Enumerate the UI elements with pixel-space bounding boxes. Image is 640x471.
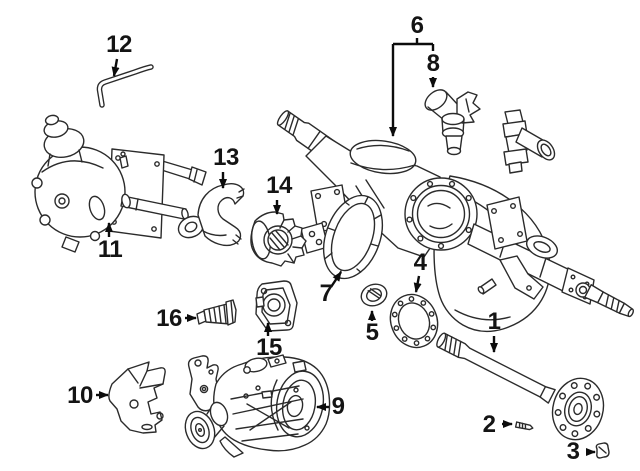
part-7-gasket-drawing xyxy=(322,194,384,280)
part-8-breather-drawing xyxy=(424,89,481,156)
callout-12-label: 12 xyxy=(106,31,132,58)
callout-7-arrow xyxy=(330,271,342,288)
part-11-actuator-drawing xyxy=(31,114,207,253)
callout-14-label: 14 xyxy=(266,172,292,199)
callout-6-label: 6 xyxy=(410,12,424,39)
callout-10-label: 10 xyxy=(67,382,93,409)
callout-4-arrow xyxy=(413,275,422,293)
part-10-bracket-drawing xyxy=(108,361,166,434)
callout-12-arrow xyxy=(111,58,120,77)
callout-8-label: 8 xyxy=(426,50,440,77)
callout-13-label: 13 xyxy=(213,144,239,171)
part-4-gasket-drawing xyxy=(389,293,439,349)
callout-3-label: 3 xyxy=(566,438,580,465)
part-3-nut-drawing xyxy=(595,442,610,459)
part-13-shift-fork-drawing xyxy=(177,183,245,247)
part-5-oil-seal-drawing xyxy=(360,283,388,307)
callout-9-label: 9 xyxy=(331,393,345,420)
part-2-stud-drawing xyxy=(514,421,534,431)
callout-1-label: 1 xyxy=(487,308,501,335)
callout-2-label: 2 xyxy=(482,411,496,438)
part-6-axle-housing-drawing xyxy=(276,110,635,333)
callout-4-label: 4 xyxy=(413,249,427,276)
callout-11-label: 11 xyxy=(97,236,123,263)
part-15-plate-drawing xyxy=(255,280,298,332)
part-12-tube-drawing xyxy=(96,64,154,108)
callout-15-label: 15 xyxy=(256,334,282,361)
callout-7-label: 7 xyxy=(319,280,333,307)
callout-6-bracket xyxy=(393,38,435,51)
callout-16-label: 16 xyxy=(156,305,182,332)
part-16-switch-drawing xyxy=(196,299,237,326)
part-1-axle-shaft-drawing xyxy=(436,332,605,441)
part-9-differential-carrier-drawing xyxy=(184,354,331,458)
part-14-clutch-hub-drawing xyxy=(250,211,307,267)
callout-arrows xyxy=(96,38,596,456)
vent-fitting-drawing xyxy=(502,109,556,174)
callout-5-label: 5 xyxy=(365,319,379,346)
